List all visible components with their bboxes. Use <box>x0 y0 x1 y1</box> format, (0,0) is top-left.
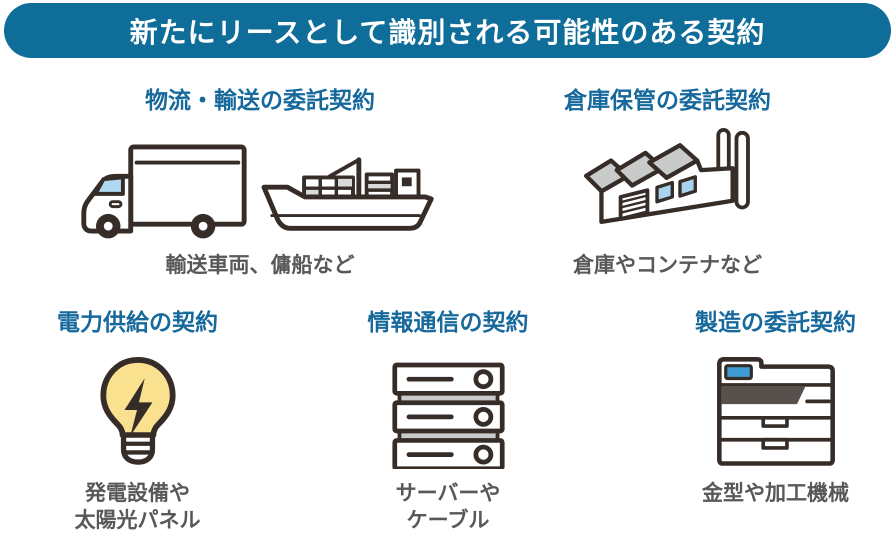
lightbulb-icon <box>99 356 176 465</box>
group-manufacturing: 製造の委託契約 金型や加工機械 <box>658 308 893 507</box>
group-logistics-title: 物流・輸送の委託契約 <box>145 87 375 113</box>
group-logistics-icons <box>75 135 445 241</box>
group-telecom: 情報通信の契約 サーバーや ケーブル <box>332 308 564 534</box>
group-manufacturing-icons <box>712 351 840 469</box>
group-power: 電力供給の契約 発電設備や 太陽光パネル <box>15 308 260 534</box>
header-title: 新たにリースとして識別される可能性のある契約 <box>129 16 766 48</box>
group-logistics: 物流・輸送の委託契約 <box>55 86 465 279</box>
copier-icon <box>716 356 835 466</box>
group-power-icons <box>85 351 191 469</box>
factory-icon <box>583 127 750 224</box>
group-manufacturing-caption: 金型や加工機械 <box>702 481 849 505</box>
truck-icon <box>81 144 247 239</box>
group-power-title: 電力供給の契約 <box>57 309 218 335</box>
group-warehouse: 倉庫保管の委託契約 倉庫やコンテナなど <box>505 86 830 279</box>
group-warehouse-title: 倉庫保管の委託契約 <box>564 87 771 113</box>
group-telecom-title: 情報通信の契約 <box>367 309 529 335</box>
group-warehouse-caption: 倉庫やコンテナなど <box>573 253 762 277</box>
group-telecom-icons <box>391 351 506 469</box>
header-banner: 新たにリースとして識別される可能性のある契約 <box>4 3 891 58</box>
group-telecom-caption: サーバーや ケーブル <box>395 481 501 533</box>
group-logistics-caption: 輸送車両、傭船など <box>165 253 355 277</box>
group-power-caption: 発電設備や 太陽光パネル <box>74 481 201 533</box>
group-warehouse-icons <box>583 127 752 241</box>
group-manufacturing-title: 製造の委託契約 <box>695 309 856 335</box>
server-icon <box>391 362 505 469</box>
ship-icon <box>261 157 434 231</box>
